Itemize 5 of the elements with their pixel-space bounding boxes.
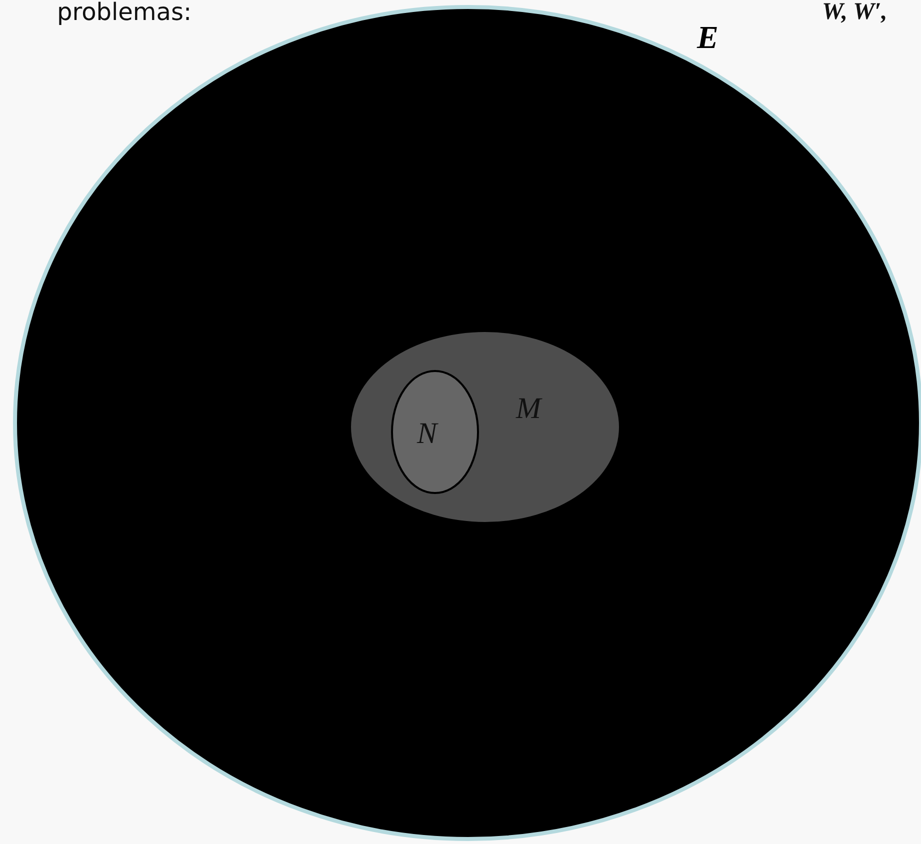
note-text: problemas: bbox=[57, 0, 192, 24]
set-label: N bbox=[417, 419, 438, 449]
set-label: E bbox=[697, 21, 718, 53]
set-label: M bbox=[516, 394, 541, 424]
variable-text: W, W′, bbox=[822, 0, 888, 24]
